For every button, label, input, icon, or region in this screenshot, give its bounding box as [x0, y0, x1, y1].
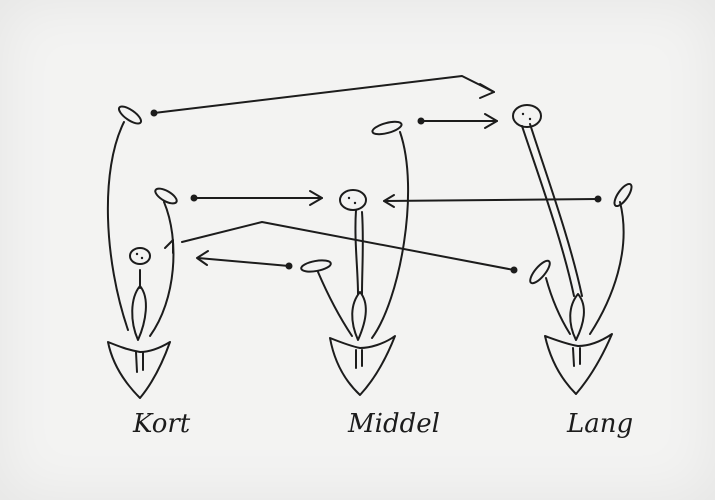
- anther-middel-high: [371, 120, 403, 136]
- calyx-middel: [329, 335, 396, 396]
- stigma-kort: [129, 247, 151, 265]
- flower-lang: [512, 104, 633, 395]
- calyx-lang: [544, 333, 613, 395]
- anther-kort-mid: [154, 187, 178, 205]
- stigma-middel: [339, 189, 367, 211]
- label-lang: Lang: [566, 409, 633, 439]
- arrow-kort-mid-to-middel: [190, 190, 323, 206]
- label-kort: Kort: [132, 409, 191, 439]
- anther-middel-low: [300, 259, 332, 273]
- flower-kort: [106, 105, 178, 399]
- arrow-kort-high-to-lang: [150, 75, 495, 117]
- flower-middel: [300, 120, 410, 396]
- arrow-middel-low-to-kort: [196, 250, 293, 270]
- ovary-kort: [131, 285, 147, 341]
- anther-kort-high: [117, 105, 143, 125]
- label-middel: Middel: [347, 409, 440, 439]
- calyx-kort: [107, 341, 171, 399]
- arrow-lang-mid-to-middel: [383, 194, 602, 208]
- stigma-lang: [512, 104, 542, 128]
- anther-lang-low: [529, 259, 551, 285]
- ovary-lang: [569, 293, 585, 341]
- arrow-lang-low-to-kort: [164, 221, 518, 274]
- anther-lang-mid: [613, 182, 633, 208]
- ovary-middel: [351, 291, 367, 341]
- arrow-middel-high-to-lang: [417, 113, 498, 129]
